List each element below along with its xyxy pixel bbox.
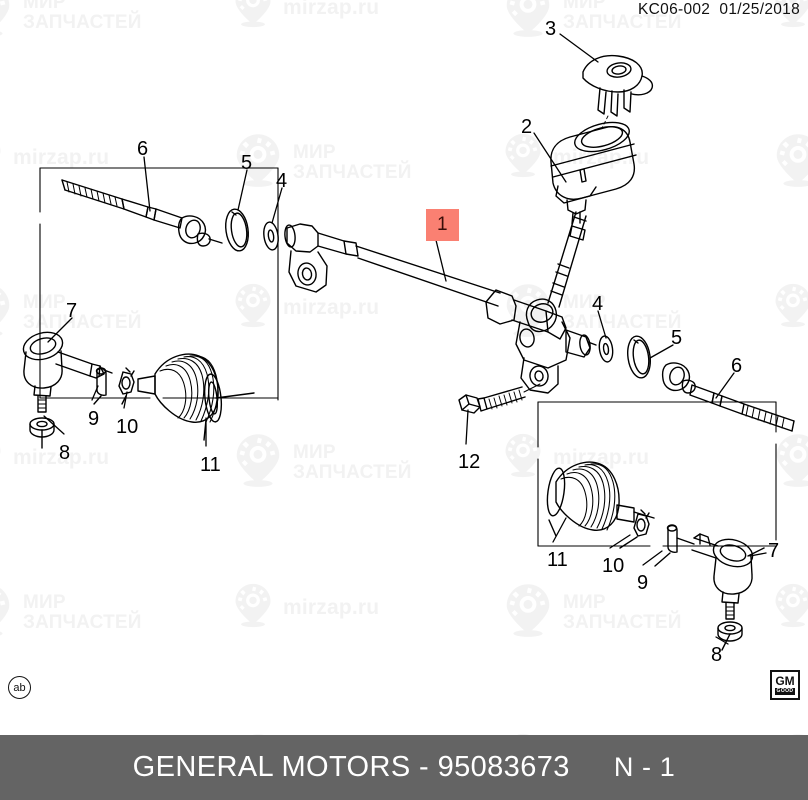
callout-outer-tie-rod-end-left: 7: [66, 300, 78, 322]
part-mounting-bolt-12: [458, 383, 541, 414]
part-boot-clip-left: [118, 367, 135, 405]
gm-logo-text: GM: [775, 674, 795, 688]
part-boot-clamp-small-left: [93, 367, 107, 405]
grouping-bracket-left: [39, 167, 279, 401]
callout-boot-clip-left: 10: [116, 416, 139, 438]
part-steering-gear-rack-assembly: [284, 223, 597, 394]
part-retaining-ring-left: [225, 208, 249, 252]
part-boot-clip-right: [619, 509, 650, 549]
callout-outer-tie-rod-end-right: 7: [768, 540, 780, 562]
callout-column-seal-clip: 3: [545, 18, 557, 40]
part-column-boot-2: [550, 121, 637, 225]
part-bellows-boot-right: [546, 461, 655, 537]
callout-inner-tie-rod-left: 6: [137, 138, 149, 160]
callout-bellows-boot-left: 11: [200, 454, 221, 476]
callout-boot-clamp-small-right: 9: [637, 572, 649, 594]
drawing-code-header: KC06-002 01/25/2018: [638, 1, 800, 18]
grouping-bracket-right: [537, 401, 777, 547]
callout-steering-gear-rack-assembly[interactable]: 1: [426, 209, 459, 241]
ab-badge-label: ab: [13, 681, 26, 694]
part-boot-clamp-small-right: [654, 524, 695, 567]
part-castle-nut-left: [29, 417, 55, 449]
footer-banner: GENERAL MOTORS - 95083673 N - 1: [0, 735, 808, 800]
callout-bellows-boot-right: 11: [547, 549, 568, 571]
gm-logo-badge: GM GOOD: [770, 670, 800, 700]
callout-castle-nut-right: 8: [711, 644, 723, 666]
part-inner-tie-rod-right: [661, 362, 795, 432]
callout-washer-left: 4: [276, 170, 288, 192]
part-steering-column-shaft: [547, 211, 587, 308]
callout-steering-column-boot: 2: [521, 116, 533, 138]
ab-revision-badge: ab: [8, 676, 31, 699]
callout-retaining-ring-left: 5: [241, 152, 253, 174]
callout-retaining-ring-right: 5: [671, 327, 683, 349]
part-outer-tie-rod-end-right: [691, 533, 765, 620]
callout-boot-clip-right: 10: [602, 555, 625, 577]
callout-inner-tie-rod-right: 6: [731, 355, 743, 377]
part-washer-left: [263, 221, 279, 251]
part-bellows-boot-left: [137, 353, 255, 441]
gm-logo-subtext: GOOD: [774, 688, 796, 695]
footer-page-number: N - 1: [613, 752, 676, 782]
callout-castle-nut-left: 8: [59, 442, 71, 464]
part-washer-right: [598, 335, 614, 363]
part-castle-nut-right: [717, 621, 743, 651]
part-inner-tie-rod-left: [61, 179, 223, 247]
callout-washer-right: 4: [592, 293, 604, 315]
callout-leader-lines: [43, 33, 767, 645]
callout-mounting-bolt: 12: [458, 451, 481, 473]
part-outer-tie-rod-end-left: [22, 331, 113, 413]
callout-boot-clamp-small-left: 9: [88, 408, 100, 430]
footer-title: GENERAL MOTORS - 95083673: [132, 751, 570, 783]
part-column-clip-3: [582, 54, 654, 129]
part-retaining-ring-right: [627, 335, 651, 379]
